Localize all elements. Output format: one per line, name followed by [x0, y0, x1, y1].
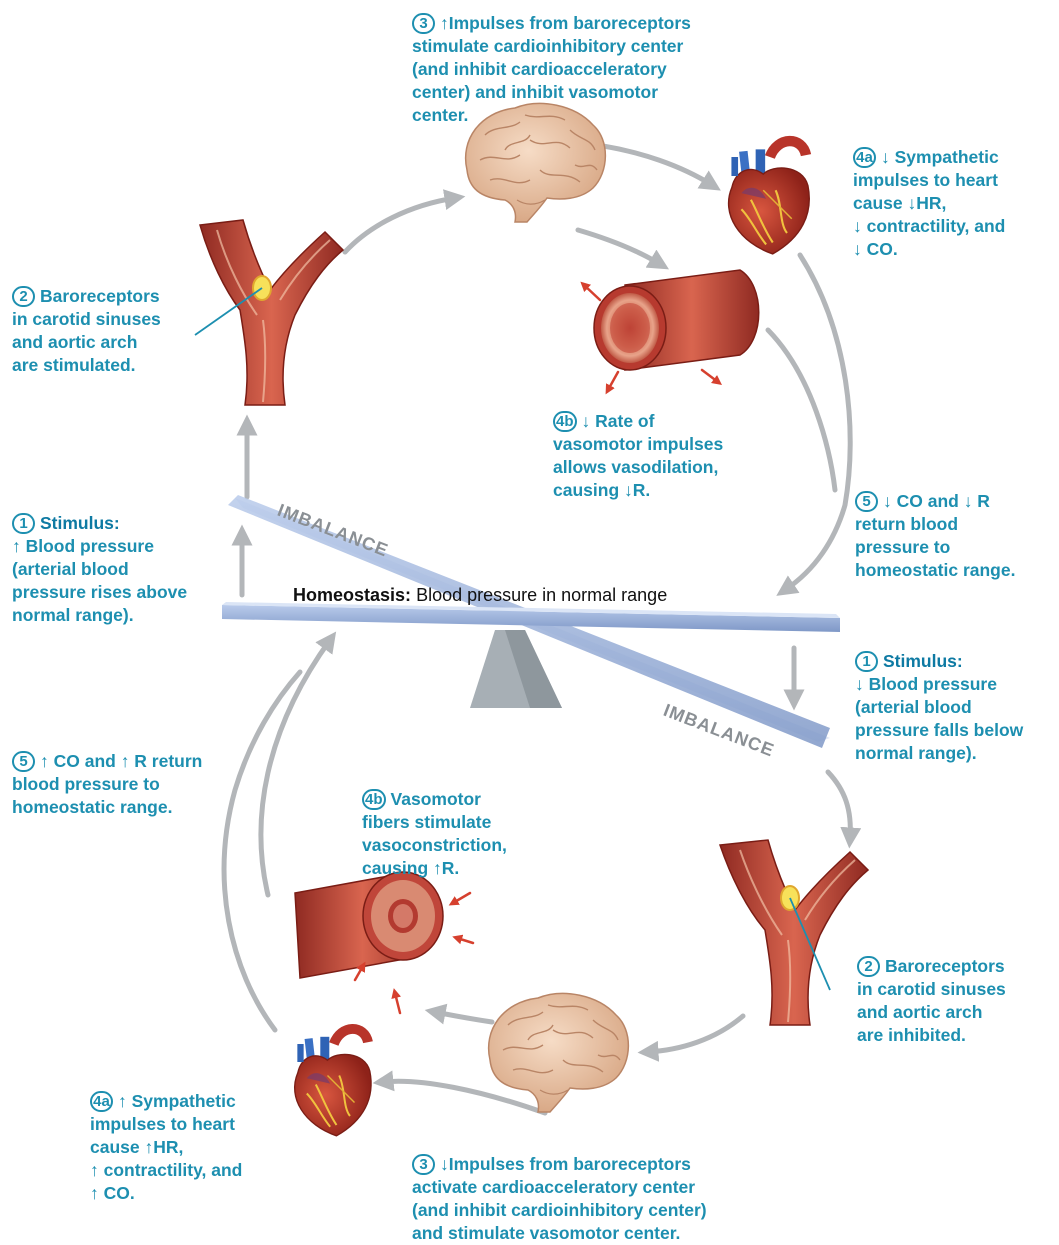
- arrow-to-baroreceptor-bottom: [828, 772, 850, 838]
- arrow-to-heart-top: [603, 146, 712, 185]
- fall-step-4a-heart: 4a↑ Sympathetic impulses to heart cause …: [90, 1090, 242, 1205]
- heart-icon: [295, 1029, 371, 1136]
- homeostasis-text: Blood pressure in normal range: [416, 585, 667, 605]
- fall-step-3-impulses: 3↓Impulses from baroreceptors activate c…: [412, 1153, 707, 1245]
- heart-icon: [729, 141, 810, 254]
- blood-vessel-icon: [584, 270, 759, 390]
- arrow-to-vessel-top: [578, 230, 660, 264]
- homeostasis-label: Homeostasis: Blood pressure in normal ra…: [293, 585, 667, 606]
- fall-step-5-return: 5↑ CO and ↑ R return blood pressure to h…: [12, 750, 202, 819]
- carotid-artery-icon: [195, 220, 343, 405]
- arrow-to-vessel-bottom: [435, 1012, 492, 1022]
- arrow-to-brain-top: [345, 198, 455, 252]
- arrow-to-brain-bottom: [648, 1016, 743, 1052]
- rise-step-3-impulses: 3↑Impulses from baroreceptors stimulate …: [412, 12, 691, 127]
- rise-step-4b-vasodilation: 4b↓ Rate of vasomotor impulses allows va…: [553, 410, 723, 502]
- rise-step-5-return: 5↓ CO and ↓ R return blood pressure to h…: [855, 490, 1015, 582]
- homeostasis-title: Homeostasis:: [293, 585, 411, 605]
- carotid-artery-icon: [720, 840, 868, 1025]
- brain-icon: [489, 993, 629, 1112]
- rise-step-4a-heart: 4a↓ Sympathetic impulses to heart cause …: [853, 146, 1005, 261]
- arrow-vessel-to-beam: [768, 330, 835, 490]
- blood-vessel-icon: [295, 872, 473, 1013]
